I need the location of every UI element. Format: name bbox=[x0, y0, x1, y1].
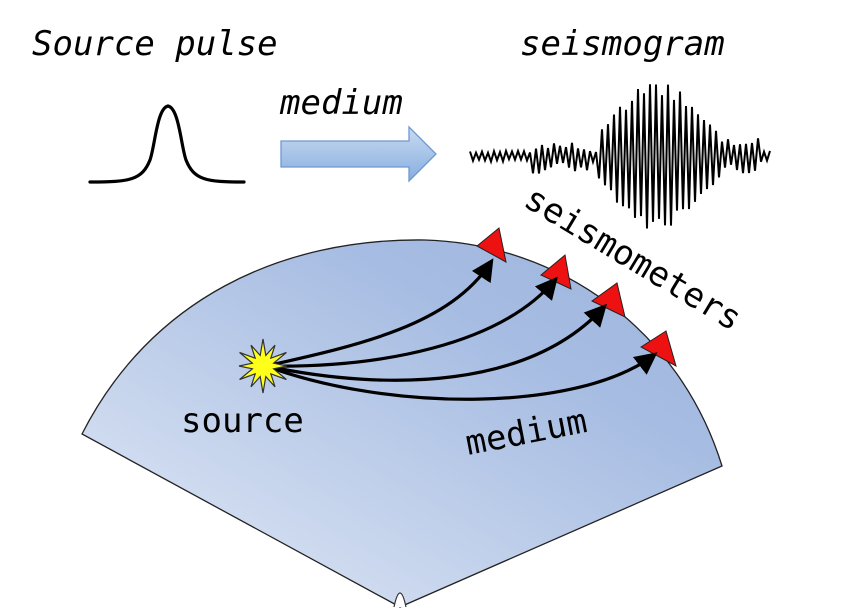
seismometer-1 bbox=[476, 227, 507, 263]
wedge-tip-notch bbox=[393, 592, 407, 608]
medium-top-label: medium bbox=[279, 83, 403, 123]
source-label: source bbox=[181, 401, 304, 441]
seismometer-3 bbox=[591, 282, 626, 318]
ray-4 bbox=[265, 352, 658, 401]
ray-group bbox=[265, 258, 658, 401]
ray-3 bbox=[265, 303, 608, 382]
medium-block-arrow bbox=[280, 125, 437, 183]
source-pulse-waveform bbox=[88, 104, 246, 184]
medium-wedge bbox=[81, 239, 723, 608]
seismometer-group bbox=[476, 227, 677, 368]
source-pulse-label: Source pulse bbox=[32, 24, 278, 64]
seismometer-4 bbox=[640, 330, 677, 368]
seismogram-trace bbox=[469, 84, 771, 229]
ray-2 bbox=[265, 276, 558, 368]
source-star-icon bbox=[238, 338, 288, 394]
ray-1 bbox=[265, 258, 494, 368]
seismogram-label: seismogram bbox=[520, 24, 725, 64]
